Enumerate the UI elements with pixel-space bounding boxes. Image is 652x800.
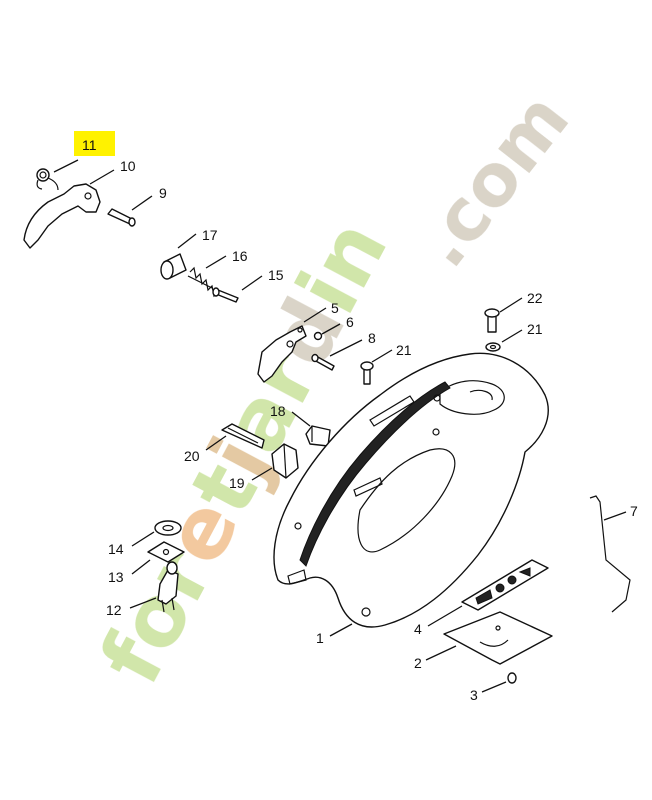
part-4-label — [461, 559, 549, 611]
label-11: 11 — [82, 137, 97, 153]
part-10-lever — [23, 183, 101, 249]
label-5: 5 — [331, 300, 339, 316]
label-9: 9 — [159, 185, 167, 201]
label-12: 12 — [106, 602, 122, 618]
part-11-spring — [36, 168, 59, 191]
part-13-plate — [147, 541, 185, 563]
part-3-screw — [507, 672, 517, 684]
label-1: 1 — [316, 630, 324, 646]
part-21-washer-right — [485, 342, 501, 352]
label-21-right: 21 — [527, 321, 543, 337]
part-9-pin — [107, 208, 136, 227]
part-2-plate — [443, 611, 553, 665]
label-10: 10 — [120, 158, 136, 174]
part-labels: 11 10 9 17 16 15 5 6 8 21 22 21 18 20 19… — [82, 137, 638, 703]
part-20-plate — [221, 423, 265, 449]
wm-part-7: .com — [399, 77, 585, 282]
part-5-lever — [257, 325, 307, 383]
part-18-clip — [305, 425, 331, 447]
label-3: 3 — [470, 687, 478, 703]
label-13: 13 — [108, 569, 124, 585]
label-7: 7 — [630, 503, 638, 519]
highlight-box-11 — [74, 131, 115, 156]
part-21-screw-left — [360, 361, 374, 385]
label-6: 6 — [346, 314, 354, 330]
label-16: 16 — [232, 248, 248, 264]
label-4: 4 — [414, 621, 422, 637]
label-18: 18 — [270, 403, 286, 419]
label-14: 14 — [108, 541, 124, 557]
label-22: 22 — [527, 290, 543, 306]
part-22-screw — [484, 308, 500, 333]
label-20: 20 — [184, 448, 200, 464]
part-6-ring — [313, 331, 323, 341]
label-17: 17 — [202, 227, 218, 243]
part-1-housing — [273, 352, 549, 628]
label-19: 19 — [229, 475, 245, 491]
label-21-left: 21 — [396, 342, 412, 358]
part-15-pin — [212, 287, 239, 303]
part-7-rod — [589, 495, 631, 613]
leader-lines — [53, 159, 627, 693]
label-15: 15 — [268, 267, 284, 283]
label-2: 2 — [414, 655, 422, 671]
part-17-bushing — [160, 253, 187, 280]
part-12-switch — [157, 561, 179, 613]
part-19-bracket — [271, 443, 299, 479]
label-8: 8 — [368, 330, 376, 346]
watermark-text-domain: .com — [399, 77, 585, 282]
part-8-pin — [311, 353, 335, 371]
part-14-nut — [154, 520, 182, 536]
